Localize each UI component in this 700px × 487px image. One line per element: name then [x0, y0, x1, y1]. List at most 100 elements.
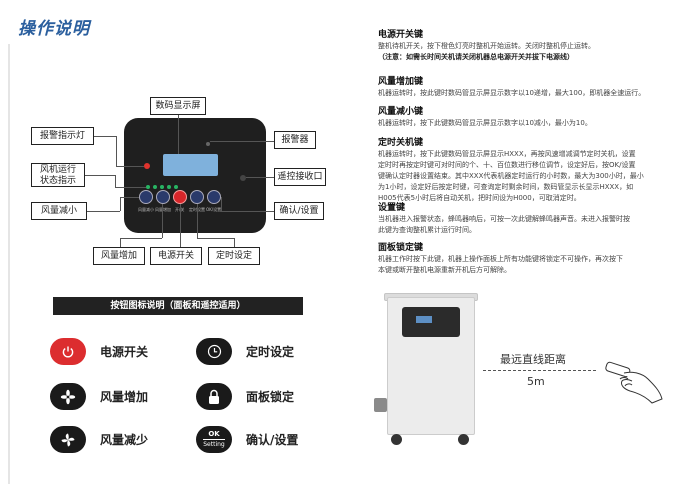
- leader-line: [94, 136, 116, 137]
- section-heading: 风量减小键: [378, 107, 424, 117]
- remote-receiver-window: [240, 175, 246, 181]
- legend-label: 风量增加: [100, 390, 149, 404]
- section-fan-decrease: 风量减小键 机器运转时，按下此键数码管显示屏显示数字以10减小，最小为10。: [378, 106, 684, 129]
- callout-display: 数码显示屏: [150, 97, 206, 115]
- status-led: [153, 185, 157, 189]
- panel-button-caption: 风量减小: [138, 207, 154, 212]
- leader-line: [178, 115, 179, 154]
- section-text-line: H005代表5小时后将自动关机，把时间设为H000，可取消定时。: [378, 194, 581, 202]
- leader-line: [234, 238, 235, 247]
- machine-display: [416, 316, 432, 323]
- ok-icon-divider: [203, 439, 225, 440]
- section-heading: 面板锁定键: [378, 243, 424, 253]
- panel-fan-increase-button[interactable]: [156, 190, 170, 204]
- legend-item-power: 电源开关: [50, 338, 148, 365]
- section-text-line: 键确认定时器设置结束。其中XXX代表机器定时运行的小时数，最大为300小时，最小: [378, 172, 644, 180]
- status-led: [146, 185, 150, 189]
- section-heading: 定时关机键: [378, 138, 424, 148]
- leader-line: [120, 238, 162, 239]
- section-heading: 电源开关键: [378, 30, 424, 40]
- section-text: 机器运转时，按下此键数码管显示屏显示数字以10减小，最小为10。: [378, 119, 592, 127]
- leader-line: [87, 211, 120, 212]
- remote-distance-dashed-line: [483, 370, 596, 371]
- leader-line: [116, 166, 144, 167]
- legend-item-panel-lock: 面板锁定: [196, 383, 294, 410]
- leader-line: [221, 211, 274, 212]
- section-text-line: 本键或断开整机电源重新开机后方可解除。: [378, 266, 511, 274]
- section-panel-lock: 面板锁定键 机器工作时按下此键，机器上操作面板上所有功能键将锁定不可操作，再次按…: [378, 242, 684, 276]
- panel-button-caption: 风量增加: [155, 207, 171, 212]
- status-led: [174, 185, 178, 189]
- leader-line: [116, 136, 117, 166]
- callout-power: 电源开关: [150, 247, 202, 265]
- fan-increase-icon: [50, 383, 86, 410]
- panel-ok-button[interactable]: [207, 190, 221, 204]
- remote-distance-label: 最远直线距离: [500, 353, 566, 366]
- callout-alarm-light: 报警指示灯: [31, 127, 94, 145]
- leader-line: [246, 177, 274, 178]
- ok-setting-icon: OK Setting: [196, 426, 232, 453]
- left-divider: [8, 44, 10, 484]
- buzzer-hole: [206, 142, 210, 146]
- callout-alarm: 报警器: [274, 131, 316, 149]
- legend-item-confirm-setting: OK Setting 确认/设置: [196, 426, 298, 453]
- fan-status-leds: [146, 185, 178, 189]
- machine-wheel: [458, 434, 469, 445]
- section-note: （注意：如需长时间关机请关闭机器总电源开关并拔下电源线）: [378, 53, 574, 61]
- ok-icon-text: OK: [208, 430, 220, 438]
- section-timer: 定时关机键 机器运转时，按下此键数码管显示屏显示HXXX，再按风速增减调节定时关…: [378, 137, 684, 204]
- section-setting: 设置键 当机器进入报警状态，蜂鸣器响后，可按一次此键解蜂鸣器声音。未进入报警时按…: [378, 202, 684, 236]
- panel-fan-decrease-button[interactable]: [139, 190, 153, 204]
- legend-title-bar: 按钮图标说明（面板和遥控适用）: [53, 297, 303, 315]
- legend-label: 电源开关: [100, 345, 149, 359]
- leader-line: [120, 238, 121, 247]
- leader-line: [221, 197, 222, 211]
- section-text-line: 机器运转时，按下此键数码管显示屏显示HXXX，再按风速增减调节定时关机，设置: [378, 150, 636, 158]
- leader-line: [197, 238, 234, 239]
- leader-line: [180, 204, 181, 247]
- legend-item-fan-decrease: 风量减少: [50, 426, 148, 453]
- setting-icon-text: Setting: [203, 441, 225, 448]
- clock-icon: [196, 338, 232, 365]
- callout-fan-increase: 风量增加: [93, 247, 145, 265]
- leader-line: [120, 197, 139, 198]
- leader-line: [115, 187, 146, 188]
- leader-line: [210, 141, 274, 142]
- remote-distance-value: 5m: [527, 375, 545, 388]
- section-text-line: 机器工作时按下此键，机器上操作面板上所有功能键将锁定不可操作，再次按下: [378, 255, 623, 263]
- leader-line: [115, 175, 116, 187]
- legend-label: 风量减少: [100, 433, 149, 447]
- section-heading: 风量增加键: [378, 77, 424, 87]
- legend-label: 定时设定: [246, 345, 295, 359]
- digital-display-screen: [163, 154, 218, 176]
- section-text-line: 定时时再按定时键可对时间的个、十、百位数进行移位调节，设定好后，按OK/设置: [378, 161, 636, 169]
- legend-item-timer: 定时设定: [196, 338, 294, 365]
- panel-button-caption: 开/关: [175, 207, 184, 213]
- hand-holding-remote-icon: [602, 357, 664, 411]
- panel-timer-button[interactable]: [190, 190, 204, 204]
- callout-fan-running: 风机运行 状态指示: [31, 163, 85, 187]
- alarm-indicator-led: [144, 163, 150, 169]
- section-power: 电源开关键 整机待机开关，按下橙色灯亮时整机开始运转。关闭时整机停止运转。 （注…: [378, 29, 684, 63]
- callout-fan-running-line1: 风机运行: [39, 165, 76, 175]
- callout-remote-receiver: 遥控接收口: [274, 168, 326, 186]
- status-led: [167, 185, 171, 189]
- callout-confirm-setting: 确认/设置: [274, 202, 324, 220]
- legend-item-fan-increase: 风量增加: [50, 383, 148, 410]
- power-icon: [50, 338, 86, 365]
- fan-decrease-icon: [50, 426, 86, 453]
- page-title: 操作说明: [18, 19, 90, 39]
- callout-fan-running-line2: 状态指示: [39, 176, 76, 186]
- section-text-line: 为1小时，设定好后按定时键，可查询定时剩余时间，数码管显示长显示HXXX，如: [378, 183, 634, 191]
- leader-line: [197, 204, 198, 238]
- section-fan-increase: 风量增加键 机器运转时，按此键时数码管显示屏显示数字以10递增，最大100，即机…: [378, 76, 684, 99]
- lock-icon: [196, 383, 232, 410]
- section-text-line: 此键为查询整机累计运行时间。: [378, 226, 476, 234]
- leader-line: [120, 197, 121, 211]
- panel-power-button[interactable]: [173, 190, 187, 204]
- section-heading: 设置键: [378, 203, 406, 213]
- section-text-line: 当机器进入报警状态，蜂鸣器响后，可按一次此键解蜂鸣器声音。未进入报警时按: [378, 215, 630, 223]
- leader-line: [162, 204, 163, 238]
- section-text: 整机待机开关，按下橙色灯亮时整机开始运转。关闭时整机停止运转。: [378, 42, 595, 50]
- callout-fan-decrease: 风量减小: [31, 202, 87, 220]
